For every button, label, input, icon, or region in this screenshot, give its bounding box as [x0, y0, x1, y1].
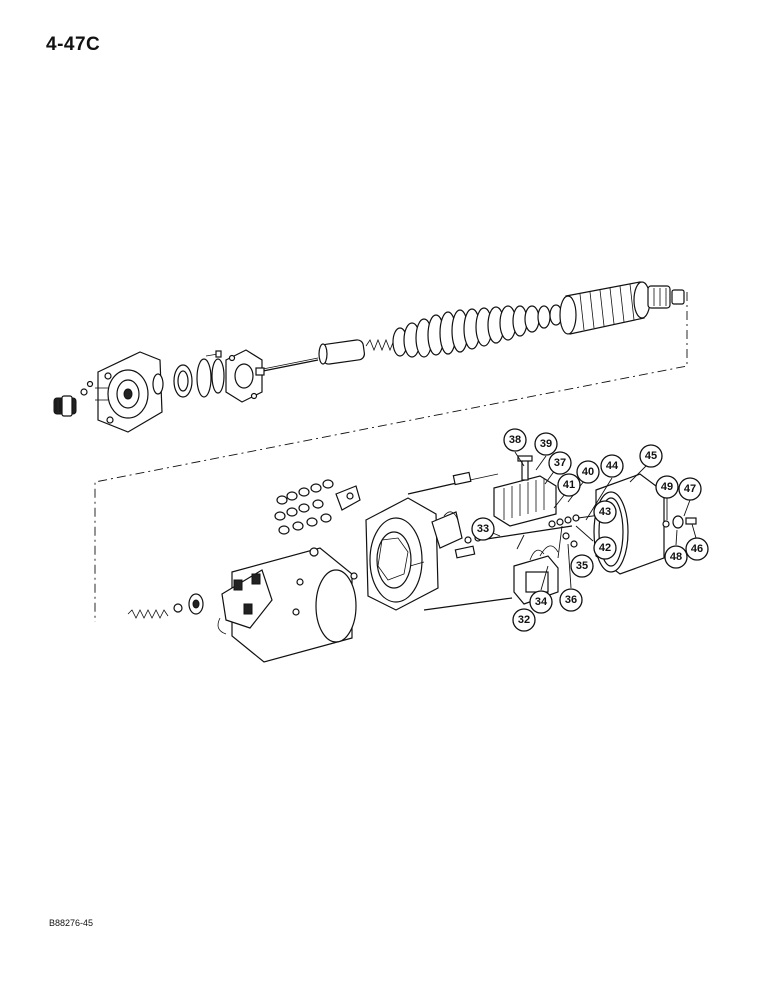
svg-text:46: 46: [691, 543, 703, 555]
callout-43: 43: [593, 500, 617, 524]
callout-34: 34: [529, 590, 553, 614]
callout-49: 49: [655, 475, 679, 499]
svg-text:45: 45: [645, 450, 657, 462]
callout-46: 46: [685, 537, 709, 561]
terminal-hardware: [274, 479, 361, 535]
svg-text:37: 37: [554, 457, 566, 469]
callout-37: 37: [548, 451, 572, 475]
callout-38: 38: [503, 428, 527, 452]
svg-text:49: 49: [661, 481, 673, 493]
callout-41: 41: [557, 473, 581, 497]
assembly-boundary-line: [94, 292, 688, 622]
screw: [685, 517, 697, 525]
svg-text:36: 36: [565, 594, 577, 606]
callout-39: 39: [534, 432, 558, 456]
svg-text:43: 43: [599, 506, 611, 518]
callout-44: 44: [600, 454, 624, 478]
callout-48: 48: [664, 545, 688, 569]
clutch-spring-stack: [392, 304, 563, 358]
drive-end-housing: [95, 351, 163, 433]
svg-text:41: 41: [563, 479, 575, 491]
ring: [211, 358, 225, 394]
armature: [559, 281, 685, 335]
shaft-sleeve: [318, 339, 366, 365]
svg-text:39: 39: [540, 438, 552, 450]
pinion-gear: [53, 395, 77, 417]
figure-reference: B88276-45: [49, 918, 94, 928]
callout-36: 36: [559, 588, 583, 612]
ring: [152, 373, 164, 395]
callout-33: 33: [471, 517, 495, 541]
ring: [196, 358, 212, 398]
callout-42: 42: [593, 536, 617, 560]
svg-text:42: 42: [599, 542, 611, 554]
svg-text:34: 34: [535, 596, 548, 608]
svg-text:48: 48: [670, 551, 682, 563]
field-frame: [217, 547, 358, 663]
callout-45: 45: [639, 444, 663, 468]
callout-32: 32: [512, 608, 536, 632]
svg-text:40: 40: [582, 466, 594, 478]
nut: [672, 515, 684, 529]
svg-text:47: 47: [684, 483, 696, 495]
page-number: 4-47C: [46, 34, 101, 55]
brush-plate: [431, 511, 482, 559]
washer: [662, 520, 670, 528]
callout-47: 47: [678, 477, 702, 501]
svg-text:38: 38: [509, 434, 521, 446]
contact-assembly: [493, 455, 557, 527]
commutator-end-housing: [365, 497, 439, 611]
spring-screw: [127, 593, 204, 619]
drive-shaft-assembly: [53, 281, 685, 433]
bearing-plate: [225, 349, 263, 403]
callout-40: 40: [576, 460, 600, 484]
svg-text:33: 33: [477, 523, 489, 535]
svg-text:44: 44: [606, 460, 619, 472]
svg-text:32: 32: [518, 614, 530, 626]
callout-35: 35: [570, 554, 594, 578]
svg-text:35: 35: [576, 560, 588, 572]
